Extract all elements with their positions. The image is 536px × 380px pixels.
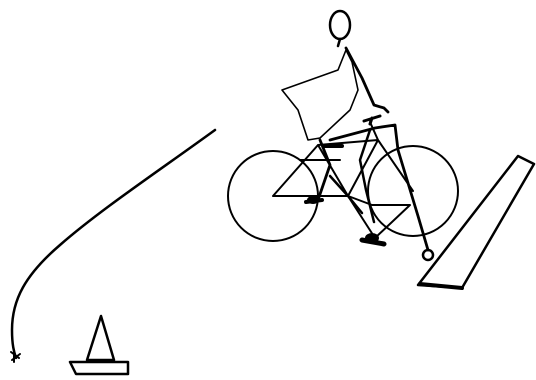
cyclist <box>282 11 433 260</box>
cyclist-head <box>330 11 350 39</box>
handlebar <box>364 116 380 124</box>
ramp-plank <box>418 156 534 288</box>
traffic-cone <box>70 316 128 374</box>
cyclist-foot-front <box>362 240 384 244</box>
cyclist-torso <box>282 50 358 140</box>
bike-frame <box>273 122 413 238</box>
cyclist-foot-back <box>306 200 322 202</box>
bicycle <box>228 116 458 242</box>
pedal-crank <box>330 176 362 213</box>
curved-road-line <box>12 130 215 358</box>
cyclist-foot-ball <box>423 250 433 260</box>
